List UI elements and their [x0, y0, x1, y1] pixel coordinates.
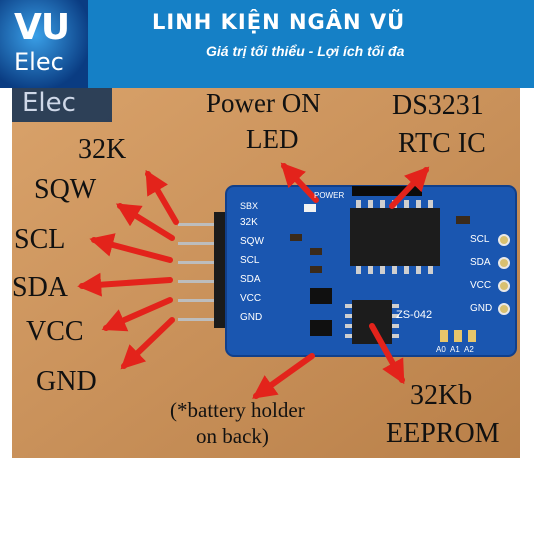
pcb-left-pin-32k: 32K: [240, 217, 258, 228]
arrow-rtc: [389, 166, 430, 209]
label-eeprom-line2: EEPROM: [386, 418, 500, 449]
pcb-left-pin-vcc: VCC: [240, 293, 262, 304]
header-banner: VU Elec LINH KIỆN NGÂN VŨ Giá trị tối th…: [0, 0, 534, 88]
pcb-left-pin-gnd: GND: [240, 312, 263, 323]
pcb-right-pin-sda: SDA: [470, 257, 491, 268]
pin-label-sqw: SQW: [34, 174, 97, 205]
pcb-address-a2: A2: [464, 345, 474, 354]
pcb-address-a0: A0: [436, 345, 446, 354]
arrow-scl: [89, 233, 173, 263]
pcb-left-pin-sqw: SQW: [240, 236, 264, 247]
pcb-board-id: SBX: [240, 201, 259, 211]
watermark-text: Elec: [22, 88, 76, 118]
pin-label-sda: SDA: [12, 272, 69, 303]
watermark-box: [12, 88, 112, 122]
logo-text-elec: Elec: [14, 48, 64, 76]
arrow-sqw: [115, 203, 175, 241]
logo-text-vu: VU: [14, 7, 70, 48]
label-power-led-line2: LED: [246, 124, 299, 154]
pcb-right-pin-scl: SCL: [470, 234, 490, 245]
vu-elec-logo: VU Elec: [0, 0, 88, 88]
annotation-arrows: [77, 162, 430, 399]
pcb-board: [225, 185, 517, 357]
pcb-left-pin-sda: SDA: [240, 274, 261, 285]
label-rtc-line2: RTC IC: [398, 128, 486, 159]
pin-label-32k: 32K: [78, 134, 127, 165]
label-eeprom-line1: 32Kb: [410, 380, 473, 411]
arrow-power-led: [280, 162, 319, 203]
brand-title: LINH KIỆN NGÂN VŨ: [152, 10, 406, 34]
photo-artwork: [12, 88, 520, 458]
label-rtc-line1: DS3231: [392, 90, 484, 121]
pcb-address-a1: A1: [450, 345, 460, 354]
arrow-sda: [77, 272, 173, 297]
pin-label-vcc: VCC: [26, 316, 84, 347]
arrow-battery: [252, 353, 315, 399]
pcb-right-pin-gnd: GND: [470, 303, 493, 314]
arrow-gnd: [120, 317, 175, 370]
pin-label-scl: SCL: [14, 224, 66, 255]
pin-label-gnd: GND: [36, 366, 97, 397]
arrow-eeprom: [369, 323, 405, 385]
arrow-32k: [145, 169, 179, 225]
pcb-model-text: ZS-042: [396, 309, 433, 321]
pcb-right-pin-vcc: VCC: [470, 280, 492, 291]
label-battery-line2: on back): [196, 424, 269, 448]
brand-slogan: Giá trị tối thiểu - Lợi ích tối đa: [206, 43, 405, 59]
pcb-power-text: POWER: [314, 191, 345, 200]
label-power-led-line1: Power ON: [206, 88, 321, 118]
label-battery-line1: (*battery holder: [170, 398, 305, 422]
pcb-left-pin-scl: SCL: [240, 255, 260, 266]
product-photo: Elec 32K SQW SCL SDA VCC GND Power ON LE…: [12, 88, 520, 458]
arrow-vcc: [101, 297, 173, 332]
